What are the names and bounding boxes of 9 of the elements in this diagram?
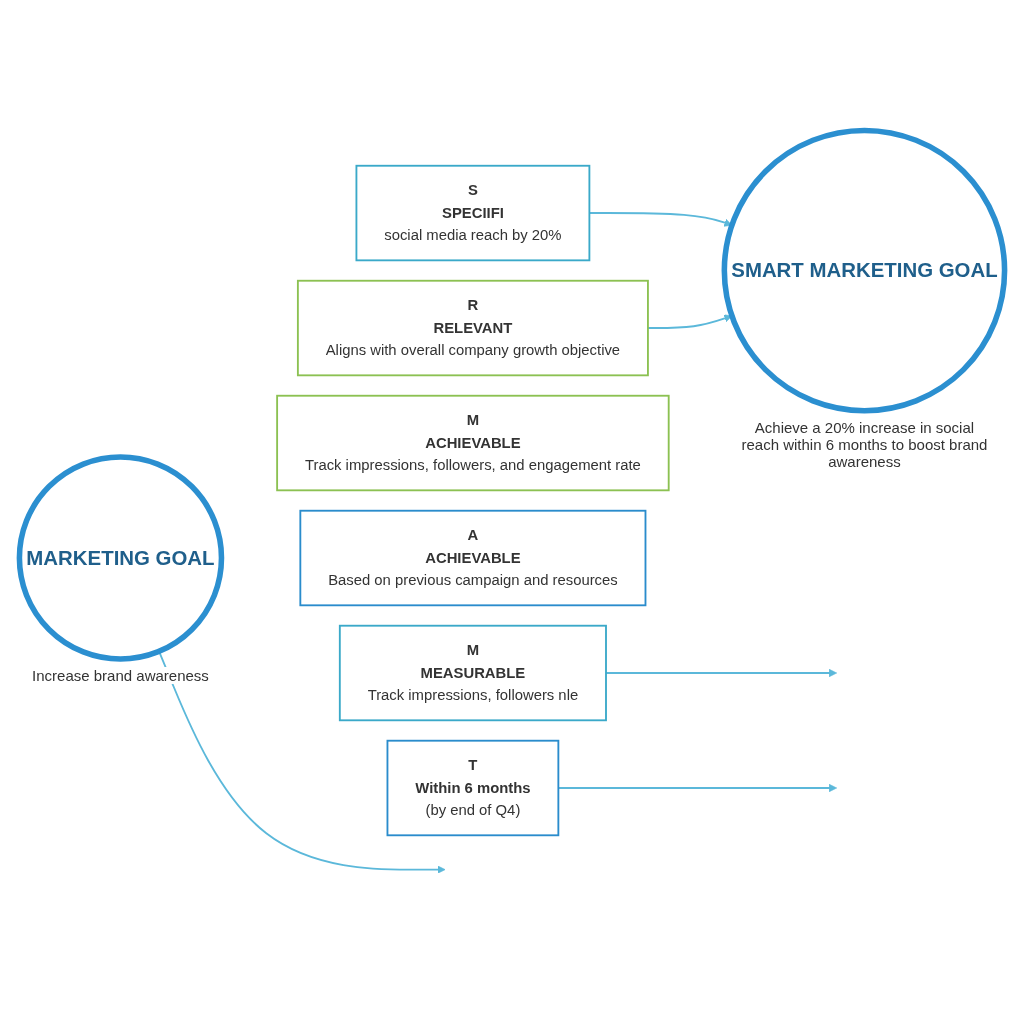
node-box: M MEASURABLE Track impressions, followers nle	[338, 624, 607, 722]
arrow	[605, 668, 837, 678]
node-circle: MARKETING GOAL	[16, 454, 225, 662]
node-box: A ACHIEVABLE Based on previous campaign and resources	[299, 509, 647, 607]
node-box: T Within 6 months (by end of Q4)	[386, 739, 560, 837]
node-box: M ACHIEVABLE Track impressions, followers, and engagement rate	[276, 394, 670, 492]
node-box: R RELEVANT Aligns with overall company growth objective	[296, 279, 649, 377]
node-circle: SMART MARKETING GOAL	[721, 127, 1008, 414]
node-box: S SPECIIFI social media reach by 20%	[355, 164, 591, 262]
